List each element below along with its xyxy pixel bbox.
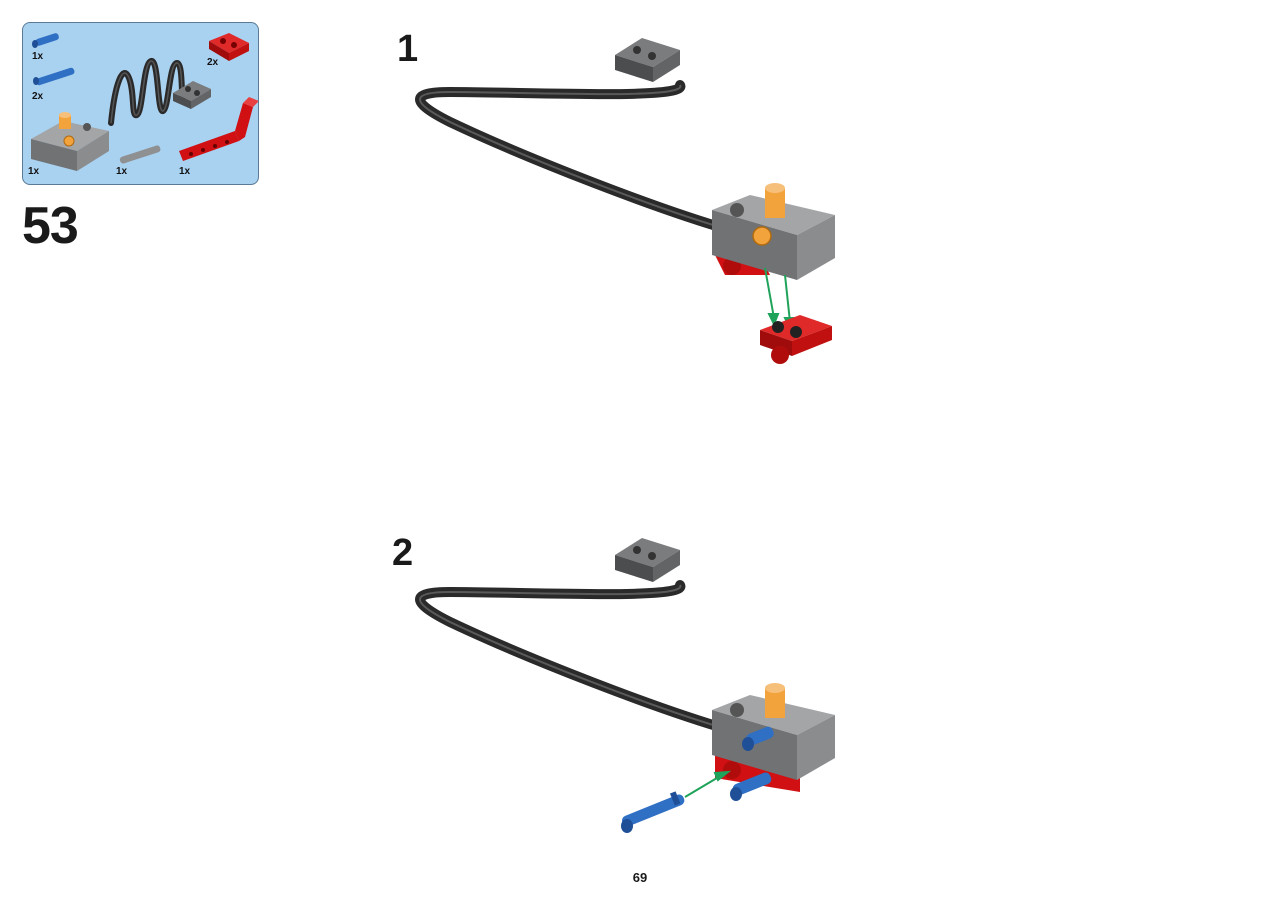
blue-long-pin-icon <box>621 791 685 833</box>
blue-pin-icon <box>742 726 774 751</box>
gray-connector-icon <box>615 538 680 582</box>
parts-list-callout: 1x 2x 2x 1x 1x 1x <box>22 22 259 185</box>
qty-label: 1x <box>28 166 40 177</box>
substep-number: 2 <box>392 532 414 574</box>
gray-connector-icon <box>173 81 211 109</box>
arrow-icon <box>684 770 732 798</box>
red-plate-icon <box>760 315 832 364</box>
step-number: 53 <box>22 197 79 255</box>
substep-2-illustration <box>415 538 835 833</box>
gray-connector-icon <box>615 38 680 82</box>
parts-illustration <box>31 33 258 171</box>
blue-long-pin-icon <box>33 67 75 86</box>
battery-box-icon <box>31 112 109 171</box>
qty-label: 2x <box>207 57 219 68</box>
qty-label: 2x <box>32 91 44 102</box>
qty-label: 1x <box>32 51 44 62</box>
qty-label: 1x <box>179 166 191 177</box>
red-bent-beam-icon <box>179 97 258 161</box>
page-number: 69 <box>632 870 648 885</box>
substep-number: 1 <box>397 28 419 70</box>
substep-1-illustration <box>415 38 835 364</box>
battery-box-icon <box>712 183 835 280</box>
blue-axle-pin-icon <box>32 33 59 48</box>
red-plate-icon <box>209 33 249 61</box>
gray-axle-icon <box>119 145 161 164</box>
blue-pin-icon <box>730 772 772 801</box>
battery-box-icon <box>712 683 835 780</box>
qty-label: 1x <box>116 166 128 177</box>
